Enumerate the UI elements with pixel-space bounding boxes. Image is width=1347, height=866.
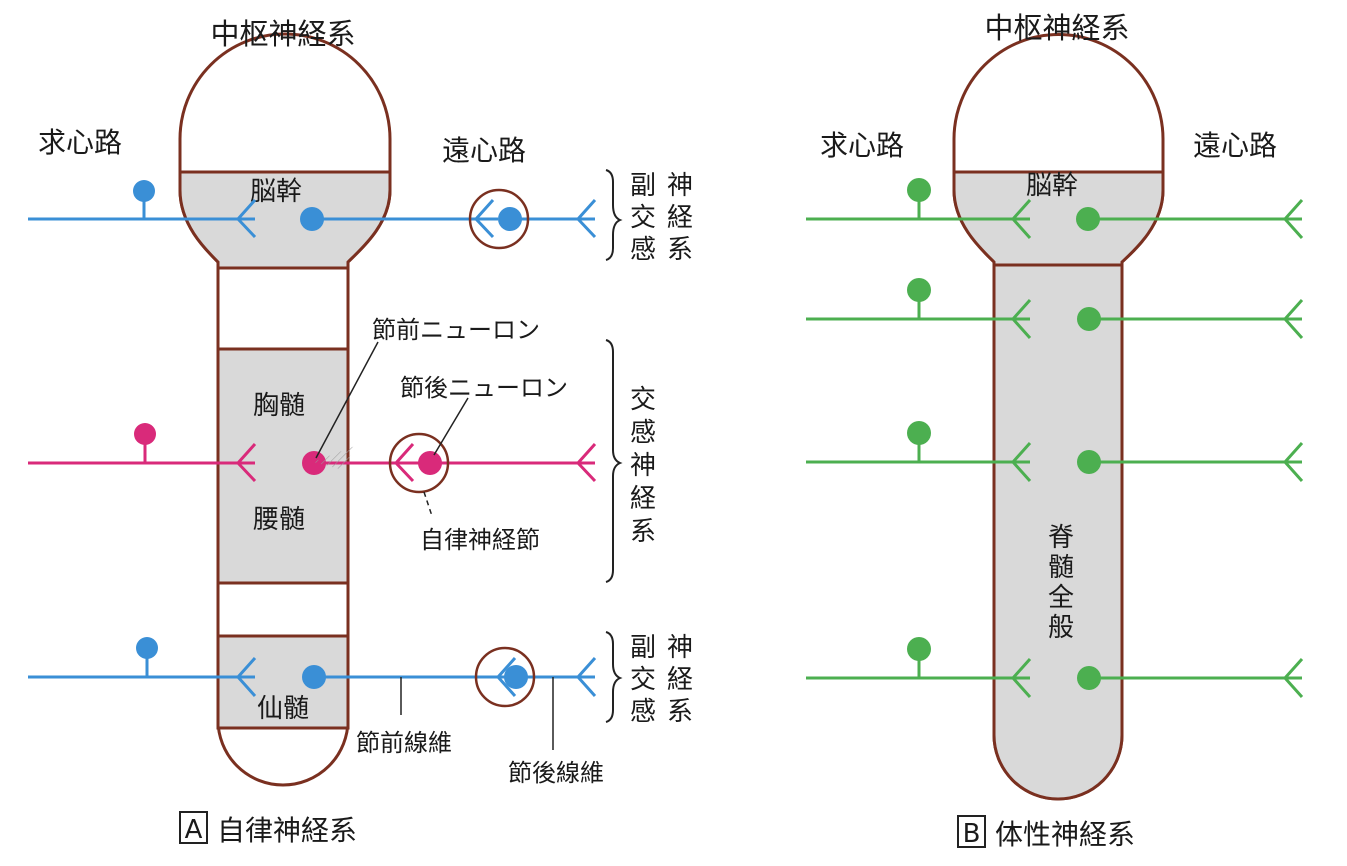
preganglionic-neuron-mid	[302, 451, 326, 475]
caption-b-letter: B	[963, 819, 981, 849]
svg-text:全: 全	[1048, 583, 1074, 613]
sensory-cell-body-top	[133, 180, 155, 202]
svg-text:髄: 髄	[1048, 553, 1074, 583]
caption-a-letter: A	[185, 815, 203, 845]
postganglionic-neuron-mid	[418, 451, 442, 475]
preganglionic-neuron-bottom	[302, 665, 326, 689]
caption-b-box	[957, 815, 986, 848]
panel-a-autonomic: 中枢神経系 求心路 遠心路 脳幹 胸髄 腰髄 仙髄	[28, 17, 693, 847]
leader-ganglion	[423, 491, 433, 517]
sacral-region	[216, 634, 350, 730]
caption-a-box	[179, 811, 208, 844]
svg-text:神: 神	[667, 633, 693, 663]
leader-hatch	[313, 446, 355, 470]
svg-text:感: 感	[630, 697, 656, 727]
svg-text:般: 般	[1048, 613, 1074, 643]
brainstem-spinal-region-b	[952, 170, 1165, 801]
preganglionic-fiber-label: 節前線維	[356, 729, 452, 757]
svg-text:交: 交	[630, 665, 656, 695]
spinal-cord-label: 脊 髄 全 般	[1048, 523, 1074, 643]
parasympathetic-bottom-label: 副 交 感 神 経 系	[630, 633, 693, 727]
postganglionic-neuron-top	[498, 207, 522, 231]
panel-a-brainstem-label: 脳幹	[250, 177, 302, 207]
somatic-neurons	[907, 178, 1101, 690]
caption-b-text: 体性神経系	[995, 818, 1135, 851]
preganglionic-neuron-label: 節前ニューロン	[372, 316, 540, 344]
ganglion-top	[468, 188, 530, 250]
svg-text:系: 系	[667, 235, 693, 265]
sympathetic-label: 交 感 神 経 系	[630, 385, 656, 547]
sacral-label: 仙髄	[257, 694, 309, 724]
svg-text:感: 感	[630, 418, 656, 448]
svg-text:交: 交	[630, 385, 656, 415]
postganglionic-neuron-label: 節後ニューロン	[400, 374, 568, 402]
panel-a-title: 中枢神経系	[210, 17, 355, 51]
panel-b-somatic: 中枢神経系 求心路 遠心路 脳幹 脊 髄 全 般	[806, 11, 1304, 851]
sensory-cell-body-bottom	[136, 637, 158, 659]
svg-text:経: 経	[630, 484, 656, 514]
sensory-cell-body-mid	[134, 423, 156, 445]
svg-text:経: 経	[667, 665, 693, 695]
panel-b-afferent-label: 求心路	[820, 129, 904, 162]
brace-bottom	[605, 631, 623, 723]
svg-text:神: 神	[667, 171, 693, 201]
leader-preganglionic	[315, 341, 379, 459]
svg-text:経: 経	[667, 203, 693, 233]
svg-text:交: 交	[630, 203, 656, 233]
preganglionic-neuron-top	[300, 207, 324, 231]
postganglionic-fiber-label: 節後線維	[508, 759, 604, 787]
parasympathetic-cranial-pathway	[28, 191, 597, 239]
sympathetic-pathway	[28, 434, 597, 483]
ganglion-bottom	[474, 646, 536, 708]
autonomic-ganglion-label: 自律神経節	[420, 526, 540, 554]
postganglionic-neuron-bottom	[504, 665, 528, 689]
brace-top	[605, 169, 623, 261]
brace-mid	[605, 339, 623, 583]
leader-postganglionic	[433, 397, 469, 456]
autonomic-ganglion-mid	[388, 432, 450, 494]
parasympathetic-top-label: 副 交 感 神 経 系	[630, 171, 693, 265]
thoracic-label: 胸髄	[253, 391, 305, 421]
panel-a-afferent-label: 求心路	[38, 126, 122, 159]
svg-text:副: 副	[630, 171, 656, 201]
panel-b-efferent-label: 遠心路	[1193, 129, 1277, 162]
panel-a-efferent-label: 遠心路	[442, 134, 526, 167]
svg-text:神: 神	[630, 451, 656, 481]
panel-b-brainstem-label: 脳幹	[1026, 171, 1078, 201]
svg-text:感: 感	[630, 235, 656, 265]
svg-text:系: 系	[667, 697, 693, 727]
panel-b-title: 中枢神経系	[984, 11, 1129, 45]
lumbar-label: 腰髄	[253, 505, 305, 535]
caption-a-text: 自律神経系	[217, 814, 357, 847]
svg-text:副: 副	[630, 633, 656, 663]
svg-text:系: 系	[630, 517, 656, 547]
svg-text:脊: 脊	[1048, 523, 1074, 553]
somatic-pathways	[806, 190, 1304, 699]
